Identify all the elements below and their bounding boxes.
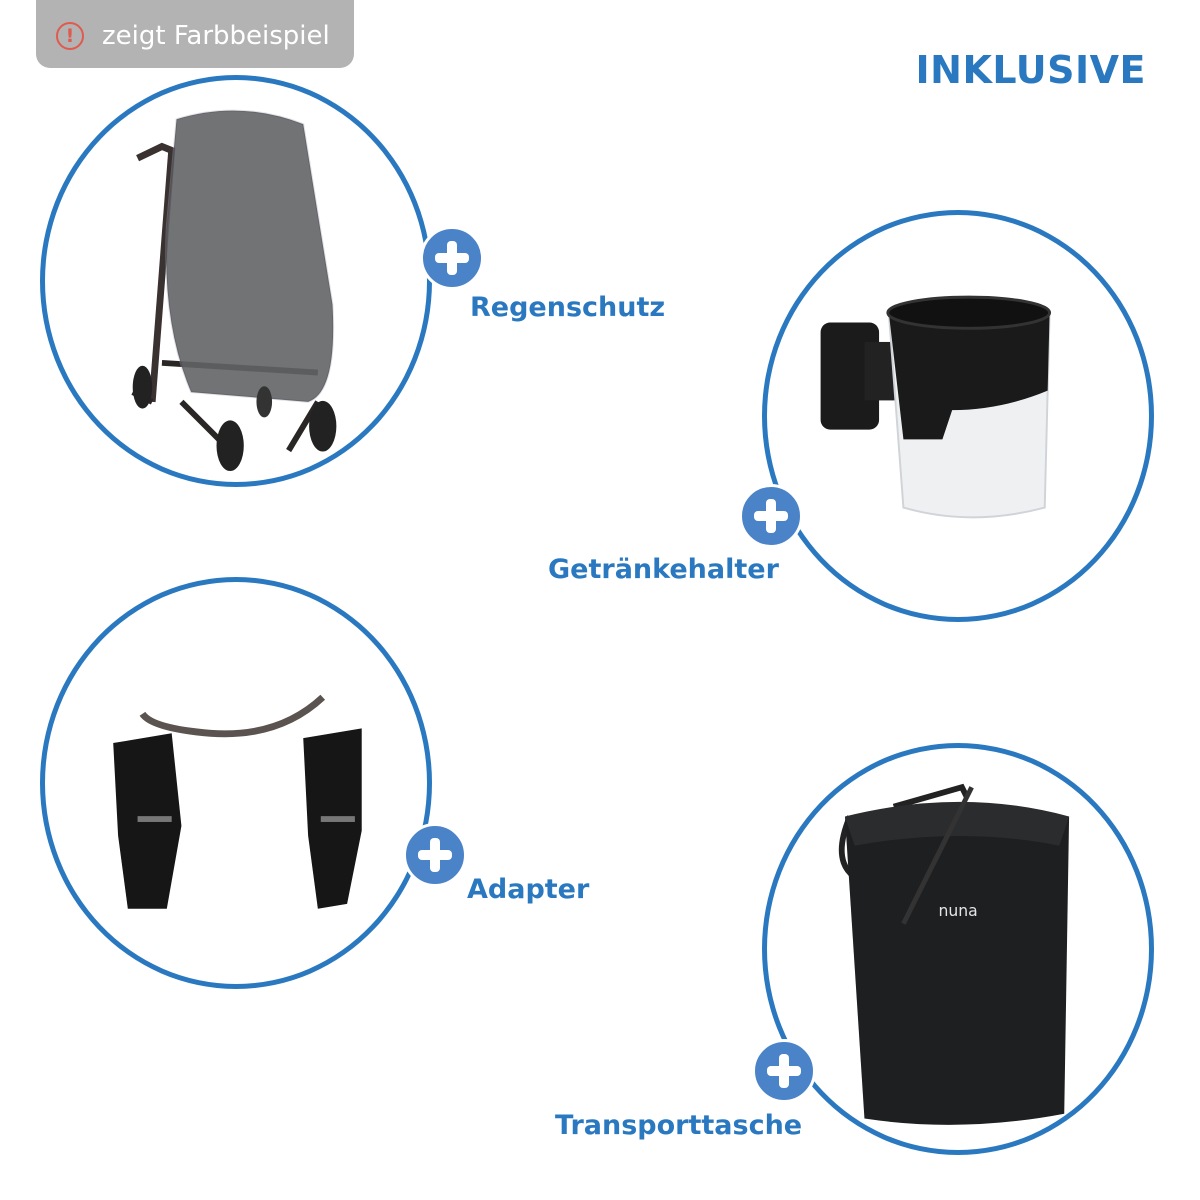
stroller-rain-cover-image — [131, 109, 337, 472]
cup-holder-image — [820, 295, 1052, 519]
plus-icon — [752, 1039, 816, 1103]
item-image-cup-holder — [762, 210, 1154, 622]
plus-icon — [403, 823, 467, 887]
transport-bag-image: nuna — [838, 783, 1070, 1125]
plus-icon — [739, 484, 803, 548]
plus-icon — [420, 226, 484, 290]
nuna-logo: nuna — [939, 902, 978, 920]
item-image-adapters — [40, 577, 432, 989]
badge-text: zeigt Farbbeispiel — [102, 21, 330, 51]
item-label-getraenkehalter: Getränkehalter — [548, 554, 779, 585]
item-label-adapter: Adapter — [467, 874, 590, 905]
alert-circle-icon: ! — [56, 22, 84, 50]
page-title: INKLUSIVE — [915, 48, 1146, 92]
item-label-regenschutz: Regenschutz — [470, 292, 666, 323]
item-label-transporttasche: Transporttasche — [555, 1110, 803, 1141]
car-seat-adapters-image — [113, 694, 362, 909]
color-sample-badge: ! zeigt Farbbeispiel — [36, 0, 354, 68]
item-image-transport-bag: nuna — [762, 743, 1154, 1155]
item-image-rain-cover — [40, 75, 432, 487]
